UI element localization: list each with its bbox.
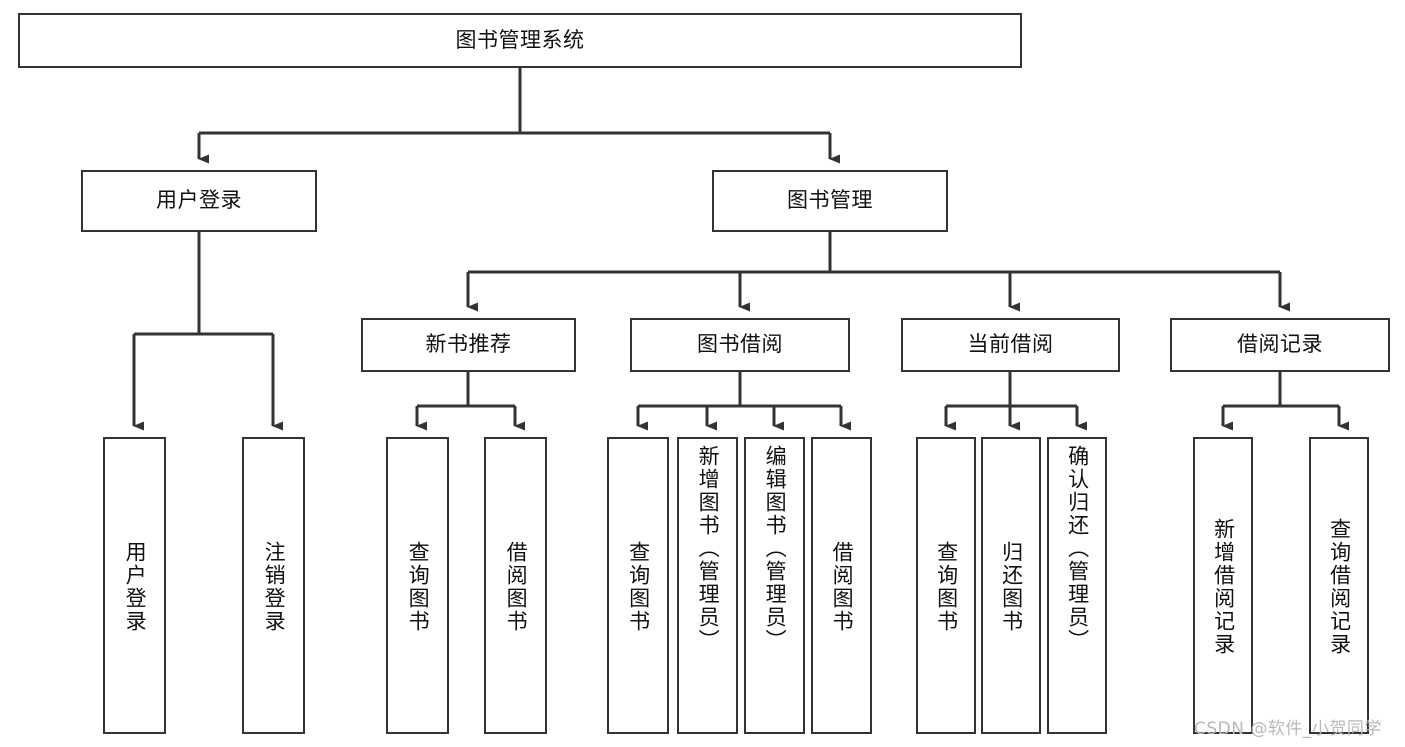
leaf-logout[interactable]: 注销登录 <box>242 437 305 734</box>
node-book-borrow[interactable]: 图书借阅 <box>630 318 850 372</box>
node-label: 新增图书（管理员） <box>696 445 721 652</box>
leaf-current-confirm-return-admin[interactable]: 确认归还（管理员） <box>1047 437 1107 734</box>
node-root-system[interactable]: 图书管理系统 <box>18 13 1022 68</box>
node-label: 用户登录 <box>123 540 148 633</box>
node-label: 新书推荐 <box>425 332 512 357</box>
leaf-borrow-borrow-books[interactable]: 借阅图书 <box>811 437 872 734</box>
node-borrow-records[interactable]: 借阅记录 <box>1170 318 1390 372</box>
leaf-recommend-borrow-books[interactable]: 借阅图书 <box>484 437 547 734</box>
connector-bookmgmt-to-level3 <box>466 232 1290 312</box>
node-label: 确认归还（管理员） <box>1065 445 1090 652</box>
leaf-user-login[interactable]: 用户登录 <box>103 437 166 734</box>
connector-login-to-leaves <box>132 232 283 431</box>
node-label: 图书管理系统 <box>455 27 585 52</box>
node-current-borrow[interactable]: 当前借阅 <box>901 318 1120 372</box>
leaf-borrow-edit-book-admin[interactable]: 编辑图书（管理员） <box>744 437 805 734</box>
node-label: 借阅图书 <box>504 540 529 633</box>
leaf-current-return-books[interactable]: 归还图书 <box>981 437 1041 734</box>
leaf-records-add-record[interactable]: 新增借阅记录 <box>1193 437 1253 734</box>
node-label: 查询图书 <box>626 540 651 633</box>
leaf-borrow-query-books[interactable]: 查询图书 <box>607 437 669 734</box>
node-label: 借阅图书 <box>830 540 855 633</box>
node-label: 查询图书 <box>406 540 431 633</box>
leaf-current-query-books[interactable]: 查询图书 <box>916 437 976 734</box>
node-label: 用户登录 <box>156 188 242 213</box>
node-book-management[interactable]: 图书管理 <box>712 170 948 232</box>
leaf-records-query-record[interactable]: 查询借阅记录 <box>1309 437 1369 734</box>
node-label: 注销登录 <box>262 540 287 633</box>
leaf-recommend-query-books[interactable]: 查询图书 <box>386 437 449 734</box>
node-label: 当前借阅 <box>967 332 1054 357</box>
node-label: 借阅记录 <box>1237 332 1323 357</box>
connector-borrow-to-leaves <box>636 372 851 431</box>
node-label: 查询图书 <box>934 540 959 633</box>
node-user-login[interactable]: 用户登录 <box>81 170 317 232</box>
node-label: 编辑图书（管理员） <box>763 445 788 652</box>
connector-current-to-leaves <box>944 372 1087 431</box>
connector-recommend-to-leaves <box>415 372 525 431</box>
leaf-borrow-add-book-admin[interactable]: 新增图书（管理员） <box>677 437 738 734</box>
node-label: 查询借阅记录 <box>1327 517 1352 656</box>
connector-root-to-level2 <box>197 68 840 164</box>
connector-records-to-leaves <box>1221 372 1349 431</box>
node-label: 归还图书 <box>999 540 1024 633</box>
node-label: 图书管理 <box>787 188 873 213</box>
node-label: 新增借阅记录 <box>1211 517 1236 656</box>
node-label: 图书借阅 <box>697 332 783 357</box>
node-new-book-recommend[interactable]: 新书推荐 <box>361 318 576 372</box>
